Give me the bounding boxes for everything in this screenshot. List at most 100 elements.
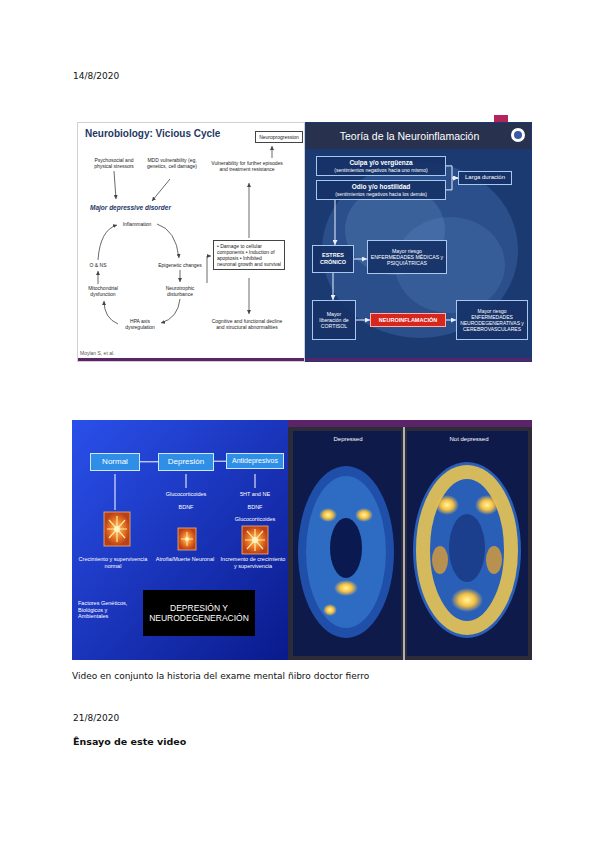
slide-text: Incremento de crecimiento y supervivenci… xyxy=(220,556,286,569)
slide-text: Glucocorticoides xyxy=(226,516,284,523)
slide-text: Mitochondrial dysfunction xyxy=(80,285,126,297)
neuron-image xyxy=(104,512,130,546)
tab-mark xyxy=(494,115,508,122)
body-text: Video en conjunto la historia del exame … xyxy=(72,671,369,682)
slide-text: Crecimiento y supervivencia normal xyxy=(78,556,148,569)
connector-arrow xyxy=(356,320,370,321)
cycle-arrow xyxy=(207,256,211,283)
pet-scan xyxy=(423,472,511,628)
box-text: NEUROINFLAMACIÓN xyxy=(373,317,443,324)
heading-text: Ênsayo de este video xyxy=(73,736,186,747)
slide-text: 5HT and NE xyxy=(226,491,284,498)
date-text: 21/8/2020 xyxy=(73,713,119,724)
process-box: Mayor riesgo ENFERMEDADES MÉDICAS y PSIQ… xyxy=(367,240,447,274)
pet-scan xyxy=(449,514,485,582)
title-box: DEPRESIÓN Y NEURODEGENERACIÓN xyxy=(143,590,255,636)
box-text: Odio y/o hostilidad xyxy=(319,183,443,191)
slide-text: HPA axis dysregulation xyxy=(117,318,163,330)
divider-line xyxy=(403,427,405,660)
slide-text: Vulnerability for further episodes and t… xyxy=(207,160,287,172)
neuron-image xyxy=(181,532,193,546)
cycle-arrow xyxy=(249,183,250,238)
slide-text: MDD vulnerability (eg, genetics, cell da… xyxy=(143,157,201,169)
connector-line xyxy=(186,474,187,488)
box-text: DEPRESIÓN Y NEURODEGENERACIÓN xyxy=(148,603,250,623)
box-text: Normal xyxy=(94,457,136,467)
process-box: • Damage to cellular components • Induct… xyxy=(213,240,285,270)
connector-arrow xyxy=(446,166,458,178)
slide-text: Cognitive and functional decline and str… xyxy=(207,318,287,330)
neuron-image xyxy=(242,526,268,554)
image-caption: Depressed xyxy=(316,436,380,443)
process-box: Neuroprogression xyxy=(255,131,303,143)
box-text: Antidepresivos xyxy=(230,457,280,465)
box-text: • Damage to cellular components • Induct… xyxy=(217,243,281,267)
box-text: Larga duración xyxy=(461,174,509,181)
process-box: Culpa y/o vergüenza(sentimientos negativ… xyxy=(316,156,446,176)
slide-background xyxy=(77,122,305,362)
cycle-arrow xyxy=(114,171,116,199)
header-box: Antidepresivos xyxy=(226,453,284,469)
slide-panel: Neurobiology: Vicious CycleNeuroprogress… xyxy=(77,122,305,362)
slide-text: O & NS xyxy=(83,262,113,268)
connector-arrow xyxy=(140,461,158,462)
cycle-arrow xyxy=(272,146,273,158)
slide-text: Epigenetic changes xyxy=(155,262,205,268)
neuron-image xyxy=(107,516,127,542)
slide-text: Atrofia/Muerte Neuronal xyxy=(152,556,218,563)
box-text: Mayor liberación de CORTISOL xyxy=(315,311,353,330)
process-box: ESTRES CRÓNICO xyxy=(312,245,354,273)
pet-scan xyxy=(323,604,337,616)
box-text: Mayor riesgo ENFERMEDADES MÉDICAS y PSIQ… xyxy=(370,248,444,267)
neuron-image xyxy=(178,528,196,550)
pet-scan xyxy=(298,466,394,638)
title-bar xyxy=(305,122,532,149)
image-caption: Not depressed xyxy=(432,436,506,443)
slide-text: Inflammation xyxy=(112,221,162,227)
neuron-image xyxy=(252,537,258,543)
slide-background xyxy=(305,122,532,362)
slide-text: Psychosocial and physical stressors xyxy=(88,157,140,169)
slide-panel: Teoría de la NeuroinflamaciónCulpa y/o v… xyxy=(305,122,532,362)
logo xyxy=(511,128,525,142)
header-box: Depresión xyxy=(158,453,214,471)
connector-arrow xyxy=(335,200,336,245)
pet-scan xyxy=(435,495,459,515)
box-text: Depresión xyxy=(162,457,210,467)
slide-text: Major depressive disorder xyxy=(90,204,171,212)
slide-text: BDNF xyxy=(158,504,214,511)
header-box: Normal xyxy=(90,453,140,471)
pet-scan xyxy=(486,546,502,574)
process-box: Mayor liberación de CORTISOL xyxy=(312,300,356,340)
connector-arrow xyxy=(446,178,458,190)
pet-frame xyxy=(407,431,528,656)
pet-scan xyxy=(334,580,358,596)
cycle-arrow xyxy=(98,271,99,284)
connector-arrow xyxy=(354,259,367,260)
box-text: (sentimientos negativos hacia uno mismo) xyxy=(319,167,443,173)
cycle-arrow xyxy=(180,270,181,282)
box-text: Culpa y/o vergüenza xyxy=(319,159,443,167)
slide-text: Glucocorticoides xyxy=(158,491,214,498)
pet-scan xyxy=(306,476,386,628)
pet-scan xyxy=(475,495,499,515)
neuron-image xyxy=(245,529,265,551)
pet-background xyxy=(288,420,532,660)
process-box: Odio y/o hostilidad(sentimientos negativ… xyxy=(316,180,446,200)
cycle-arrow xyxy=(161,299,180,323)
cycle-arrow xyxy=(98,225,117,260)
slide-strip xyxy=(288,420,532,427)
connector-line xyxy=(115,474,116,510)
cycle-arrow xyxy=(152,179,170,201)
slide-text: Neurotrophic disturbance xyxy=(155,285,205,297)
neuron-image xyxy=(114,526,120,532)
slide-text: BDNF xyxy=(226,504,284,511)
slide-title: Teoría de la Neuroinflamación xyxy=(310,130,509,143)
pet-scan xyxy=(330,518,362,578)
pet-frame xyxy=(293,431,401,656)
cycle-arrow xyxy=(157,224,179,258)
cycle-arrow xyxy=(104,301,118,324)
pet-scan xyxy=(413,462,521,638)
citation-text: Moylan S, et al. xyxy=(80,350,114,356)
